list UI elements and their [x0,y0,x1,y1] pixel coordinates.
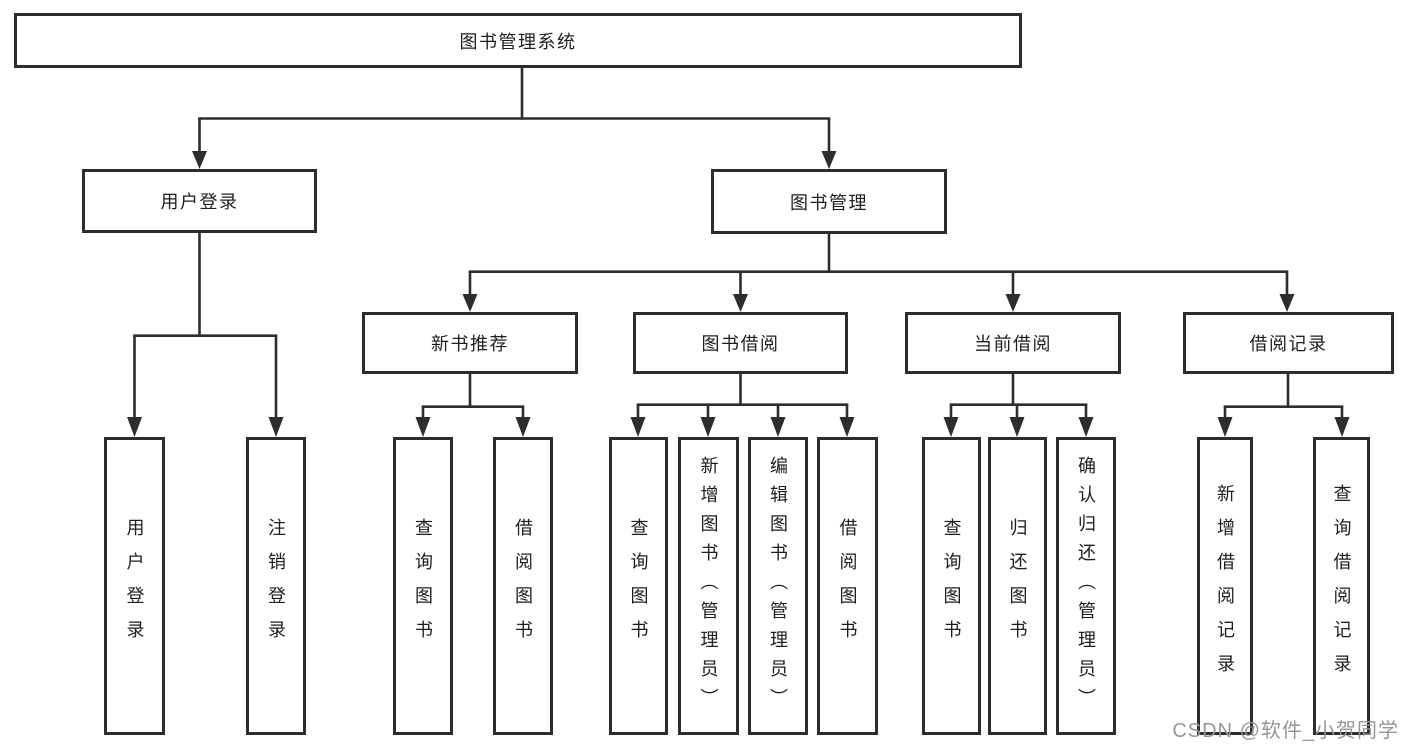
leaf-logout: 注销登录 [246,437,306,735]
node-borrow-records-label: 借阅记录 [1249,334,1328,354]
leaf-add-borrow-record: 新增借阅记录 [1197,437,1253,735]
leaf-borrow-borrow-books: 借阅图书 [817,437,878,735]
connector-user-login-children [127,233,284,437]
connector-root-to-level2 [192,68,837,169]
leaf-confirm-return-admin-label: 确认归还（管理员） [1076,455,1096,717]
leaf-logout-label: 注销登录 [266,518,286,654]
leaf-query-borrow-record-label: 查询借阅记录 [1331,484,1352,688]
connector-book-mgmt-children [462,234,1295,312]
leaf-user-login-label: 用户登录 [124,518,145,654]
node-borrow-records: 借阅记录 [1183,312,1394,374]
leaf-query-borrow-record: 查询借阅记录 [1313,437,1370,735]
leaf-edit-books-admin: 编辑图书（管理员） [748,437,808,735]
connector-current-borrow-children [943,374,1094,437]
node-current-borrow-label: 当前借阅 [974,334,1052,354]
node-user-login: 用户登录 [82,169,317,233]
leaf-borrow-query-books: 查询图书 [609,437,668,735]
node-current-borrow: 当前借阅 [905,312,1121,374]
leaf-newrec-query-books: 查询图书 [393,437,453,735]
leaf-newrec-query-books-label: 查询图书 [413,518,433,654]
node-user-login-label: 用户登录 [160,192,239,212]
leaf-return-books-label: 归还图书 [1007,518,1028,654]
node-book-borrow: 图书借阅 [633,312,848,374]
node-book-mgmt-label: 图书管理 [790,192,868,213]
leaf-current-query-books: 查询图书 [922,437,981,735]
node-new-book-rec: 新书推荐 [362,312,578,374]
node-root: 图书管理系统 [14,13,1022,68]
node-root-label: 图书管理系统 [459,31,577,52]
leaf-borrow-borrow-books-label: 借阅图书 [837,518,858,654]
connector-borrow-records-children [1217,374,1350,437]
csdn-watermark: CSDN @软件_小贺同学 [1172,720,1399,742]
leaf-confirm-return-admin: 确认归还（管理员） [1056,437,1116,735]
leaf-newrec-borrow-books: 借阅图书 [493,437,553,735]
leaf-return-books: 归还图书 [988,437,1047,735]
leaf-edit-books-admin-label: 编辑图书（管理员） [768,455,788,717]
leaf-add-books-admin: 新增图书（管理员） [678,437,739,735]
node-new-book-rec-label: 新书推荐 [431,334,509,354]
connector-book-borrow-children [630,374,855,437]
leaf-add-books-admin-label: 新增图书（管理员） [698,455,719,717]
leaf-add-borrow-record-label: 新增借阅记录 [1215,484,1235,688]
connector-new-book-rec-children [415,374,531,437]
leaf-user-login: 用户登录 [104,437,165,735]
node-book-borrow-label: 图书借阅 [701,334,780,354]
leaf-newrec-borrow-books-label: 借阅图书 [513,518,533,654]
node-book-mgmt: 图书管理 [711,169,947,234]
leaf-borrow-query-books-label: 查询图书 [628,518,649,654]
leaf-current-query-books-label: 查询图书 [941,518,962,654]
